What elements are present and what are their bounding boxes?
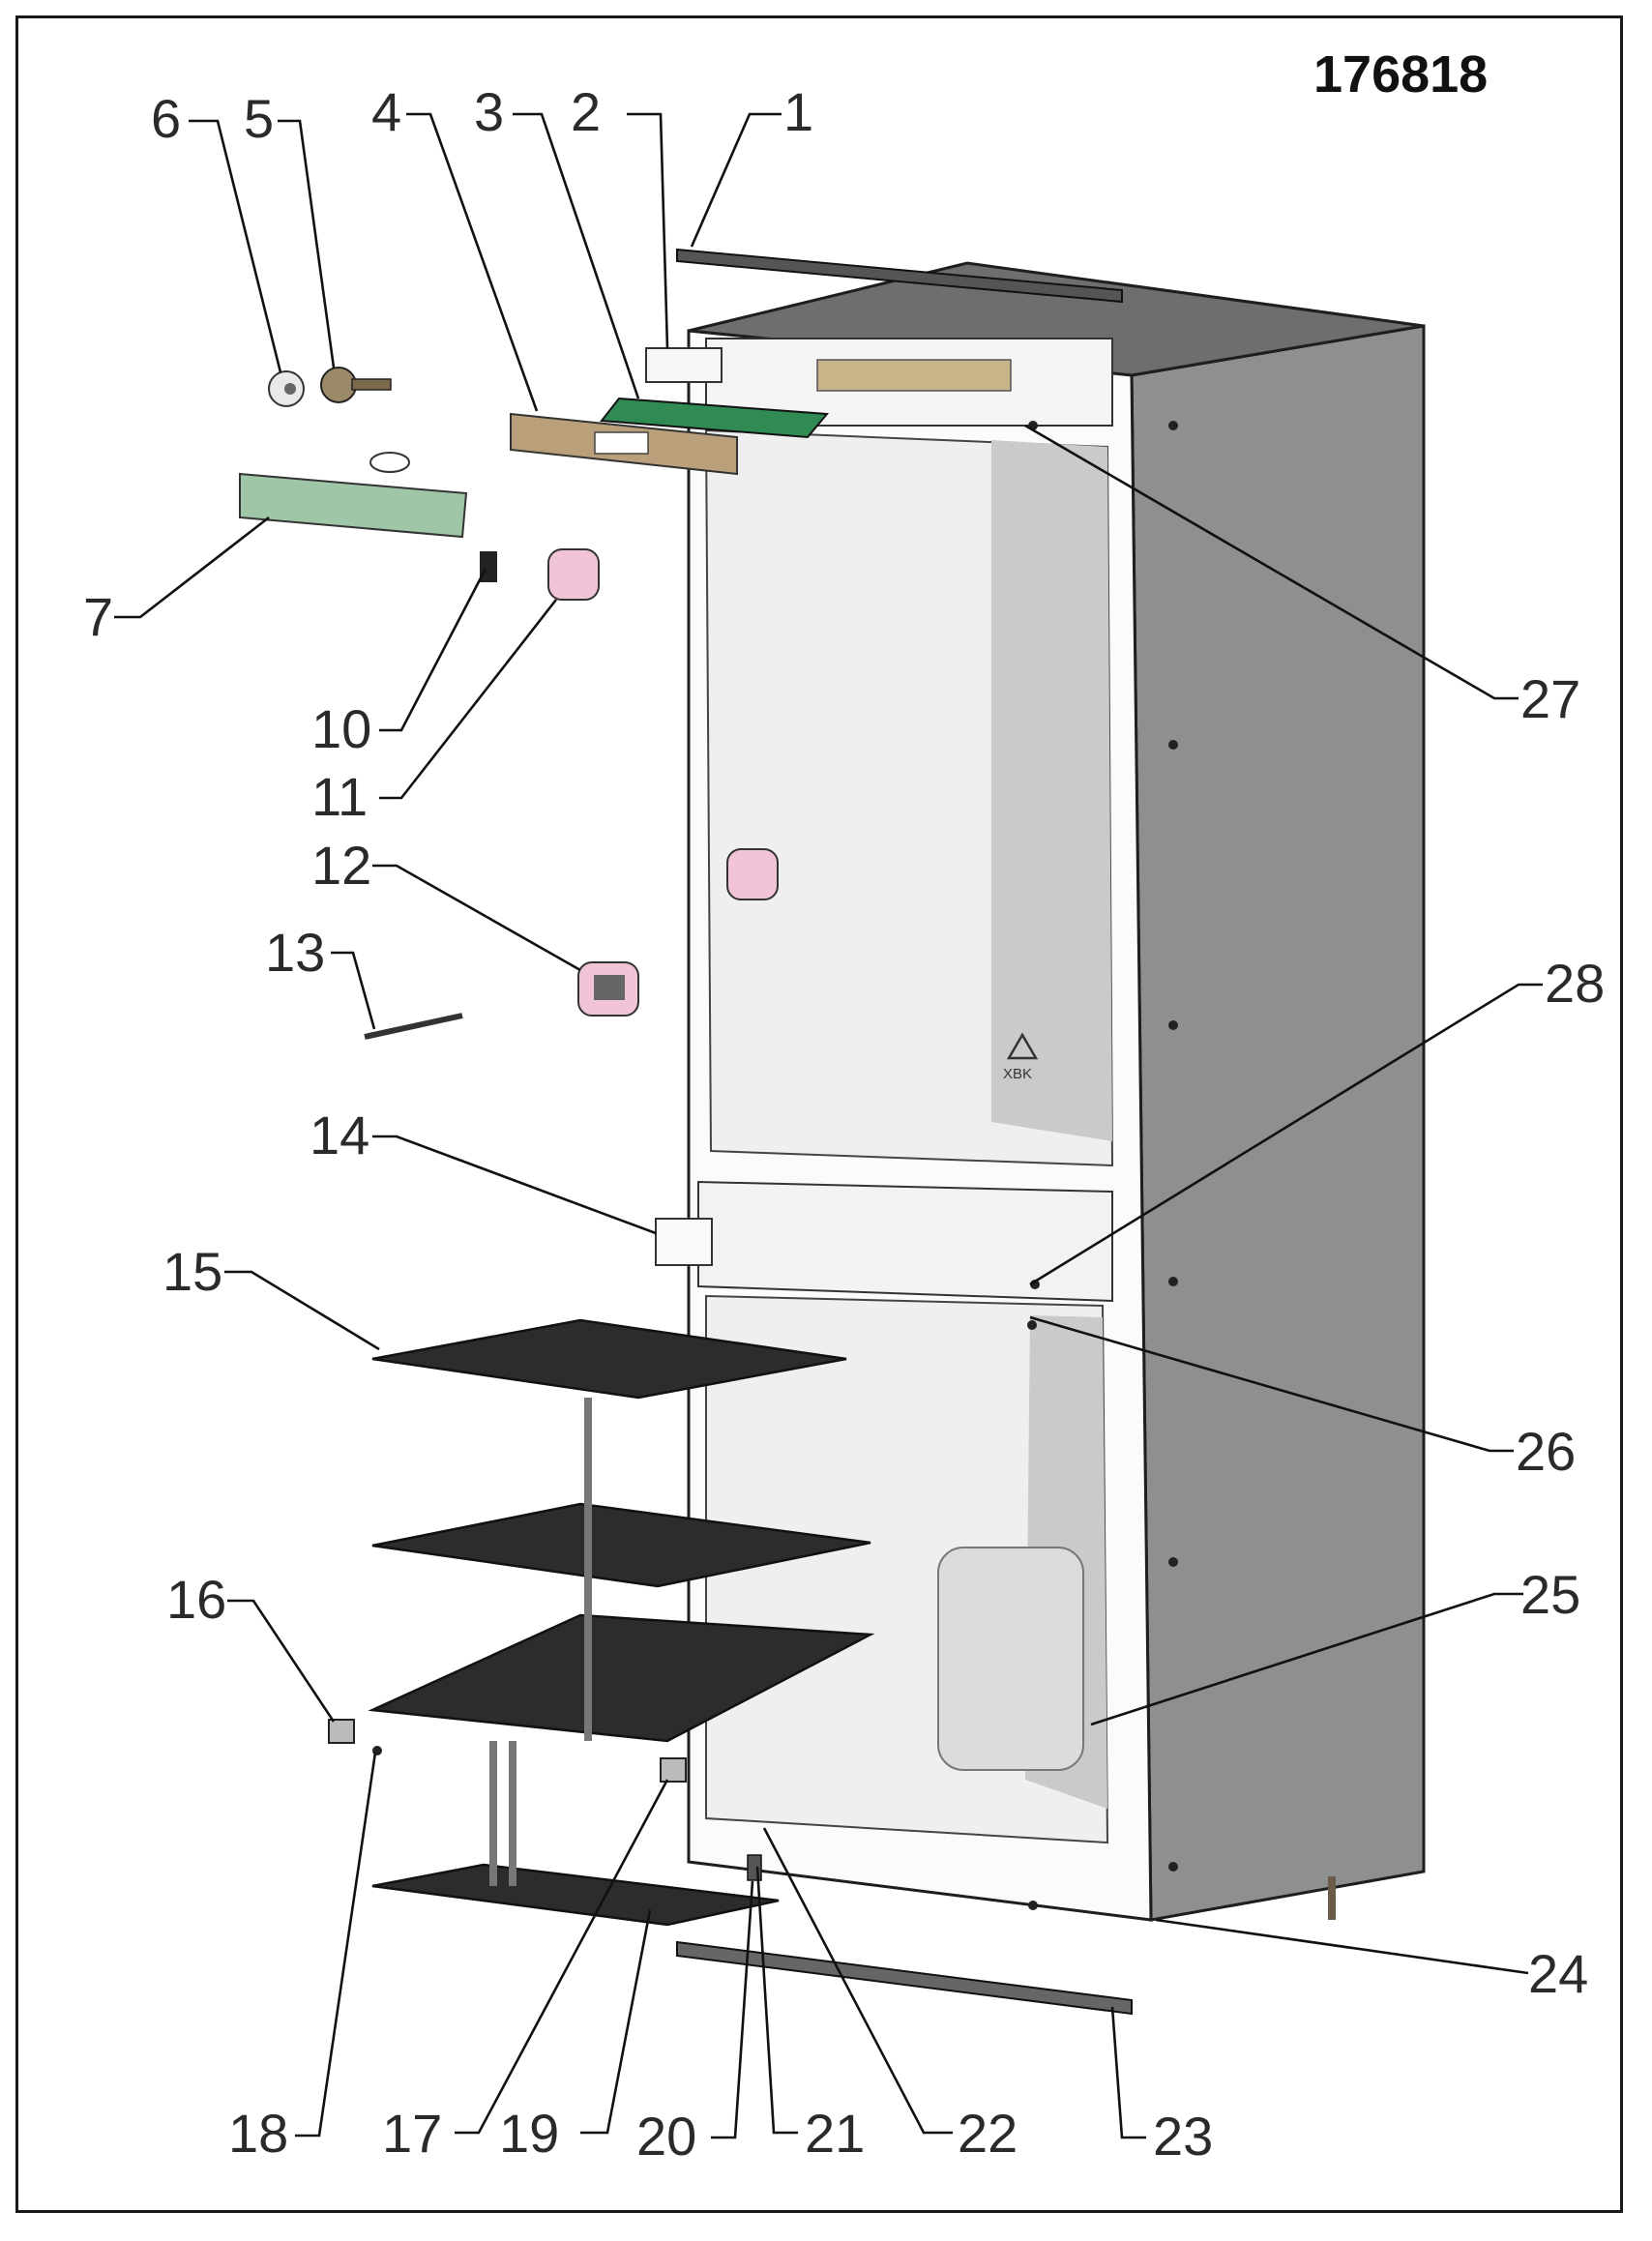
refrigerator-cabinet: XBK — [687, 261, 1426, 1922]
part-5-clip — [369, 452, 410, 473]
leader-20 — [711, 1880, 754, 2139]
evaporator-shelf-4 — [371, 1863, 780, 1927]
leader-4 — [406, 112, 539, 412]
callout-22: 22 — [958, 2103, 1018, 2164]
callout-4: 4 — [371, 81, 401, 142]
part-2-bracket — [645, 347, 723, 383]
fridge-liner-right-wall — [991, 440, 1112, 1141]
leader-11 — [379, 599, 558, 800]
part-23-bottom-cover — [676, 1940, 1133, 2016]
leader-1 — [690, 112, 782, 248]
callout-20: 20 — [636, 2106, 696, 2167]
leader-26 — [1029, 1315, 1514, 1453]
callout-1: 1 — [783, 81, 813, 142]
callout-23: 23 — [1153, 2106, 1213, 2167]
leader-27 — [1024, 424, 1519, 700]
leader-13 — [331, 951, 376, 1030]
leader-22 — [762, 1827, 953, 2135]
callout-labels: 1 2 3 4 5 6 7 10 11 12 13 14 15 16 17 18… — [83, 81, 1605, 2167]
liner-light-cover — [726, 848, 779, 900]
callout-5: 5 — [244, 88, 274, 149]
callout-28: 28 — [1545, 953, 1605, 1014]
leader-15 — [224, 1270, 380, 1351]
recycle-icon — [1006, 1032, 1039, 1060]
leader-10 — [379, 568, 487, 732]
leader-14 — [372, 1135, 657, 1235]
part-12-switch-face — [594, 975, 625, 1000]
callout-11: 11 — [311, 766, 368, 827]
leader-3 — [513, 112, 640, 399]
freezer-back-recess — [937, 1547, 1084, 1771]
document-number: 176818 — [1313, 45, 1488, 103]
leader-2 — [627, 112, 669, 349]
callout-6: 6 — [151, 88, 181, 149]
part-5-shaft — [351, 378, 392, 391]
leader-16 — [227, 1599, 336, 1723]
callout-19: 19 — [499, 2103, 559, 2164]
callout-15: 15 — [162, 1241, 222, 1302]
part-1-top-cover — [676, 248, 1123, 304]
compartment-divider — [697, 1180, 1113, 1303]
leader-21 — [755, 1866, 798, 2135]
callout-10: 10 — [311, 698, 371, 759]
callout-12: 12 — [311, 835, 371, 896]
leader-6 — [189, 119, 282, 373]
cabinet-display-slot — [816, 359, 1012, 392]
part-17-holder — [660, 1757, 687, 1783]
part-14-label — [655, 1218, 713, 1266]
part-13-sensor — [364, 1013, 463, 1040]
leader-18 — [295, 1752, 377, 2138]
leader-lines — [114, 112, 1543, 2139]
leader-5 — [278, 119, 336, 369]
callout-3: 3 — [474, 81, 504, 142]
cabinet-side-panel — [1130, 324, 1426, 1922]
callout-18: 18 — [228, 2103, 288, 2164]
part-11-lamp-cover — [547, 548, 600, 601]
evaporator-shelf-2 — [371, 1502, 871, 1588]
callout-24: 24 — [1528, 1943, 1588, 2004]
evaporator-shelf-1 — [371, 1318, 847, 1400]
callout-27: 27 — [1520, 668, 1580, 729]
leader-19 — [580, 1909, 652, 2135]
part-16-holder — [328, 1719, 355, 1744]
frame-holes — [1027, 421, 1178, 1910]
cabinet-foot — [1328, 1876, 1336, 1920]
leader-17 — [455, 1779, 669, 2135]
callout-13: 13 — [265, 922, 325, 983]
part-4-display-window — [594, 431, 649, 455]
part-3-pcb — [600, 397, 830, 439]
leader-28 — [1029, 983, 1543, 1286]
leader-25 — [1090, 1592, 1523, 1726]
callout-26: 26 — [1516, 1421, 1576, 1482]
evaporator-shelf-3 — [368, 1613, 875, 1743]
callout-7: 7 — [83, 586, 113, 647]
leader-7 — [114, 516, 270, 619]
part-6-screw-head — [284, 383, 296, 395]
callout-16: 16 — [166, 1569, 226, 1630]
callout-21: 21 — [805, 2103, 865, 2164]
leader-23 — [1110, 2006, 1146, 2139]
part-5-knob — [320, 367, 357, 403]
callout-17: 17 — [382, 2103, 442, 2164]
part-10-clip — [480, 551, 497, 582]
callout-14: 14 — [310, 1105, 369, 1165]
part-7-light-cover — [239, 472, 468, 539]
callout-2: 2 — [571, 81, 601, 142]
leader-24 — [1155, 1918, 1529, 1975]
recycle-mark-text: XBK — [1003, 1066, 1032, 1082]
leader-12 — [372, 864, 581, 972]
evaporator-assembly — [368, 1318, 875, 1927]
callout-25: 25 — [1520, 1564, 1580, 1625]
